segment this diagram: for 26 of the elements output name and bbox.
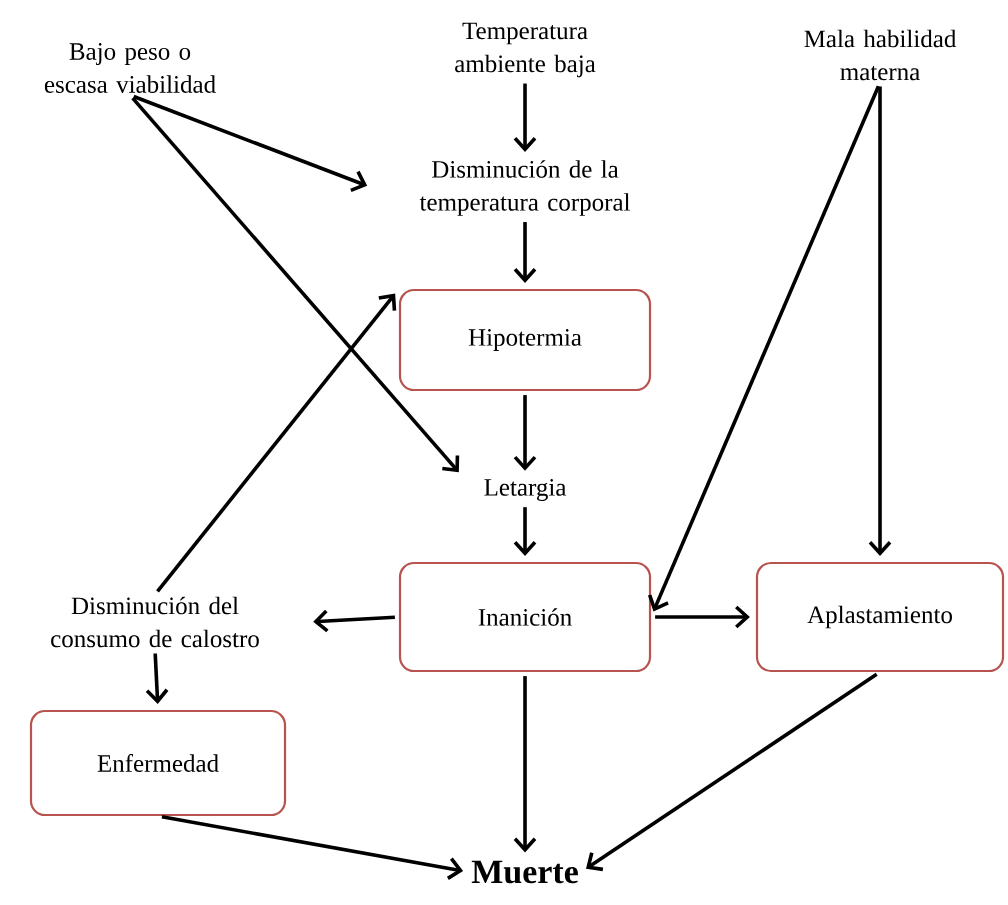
arrow xyxy=(513,83,537,152)
factor-text: Temperatura ambiente baja xyxy=(455,22,596,78)
arrow xyxy=(513,507,537,556)
factor-text: Disminución del consumo de calostro xyxy=(51,596,259,648)
arrow xyxy=(647,85,881,612)
factor-text: Mala habilidad materna xyxy=(804,29,957,81)
process-box: Enfermedad xyxy=(29,709,287,817)
arrow xyxy=(513,222,537,283)
arrow xyxy=(655,605,750,629)
factor-text: Disminución de la temperatura corporal xyxy=(419,160,631,216)
arrow xyxy=(513,395,537,471)
arrow xyxy=(133,94,368,192)
arrow xyxy=(868,86,892,556)
factor-text: Letargia xyxy=(484,479,567,501)
arrow xyxy=(145,653,169,704)
process-box: Inanición xyxy=(398,561,652,673)
process-box: Aplastamiento xyxy=(755,561,1005,673)
arrow xyxy=(156,293,397,593)
arrow xyxy=(161,815,464,880)
process-box: Hipotermia xyxy=(398,288,652,392)
arrow xyxy=(513,676,537,853)
arrow xyxy=(131,96,460,473)
outcome-text: Muerte xyxy=(471,860,578,884)
factor-text: Bajo peso o escasa viabilidad xyxy=(44,43,216,93)
arrow xyxy=(313,609,395,633)
arrow xyxy=(586,672,878,872)
